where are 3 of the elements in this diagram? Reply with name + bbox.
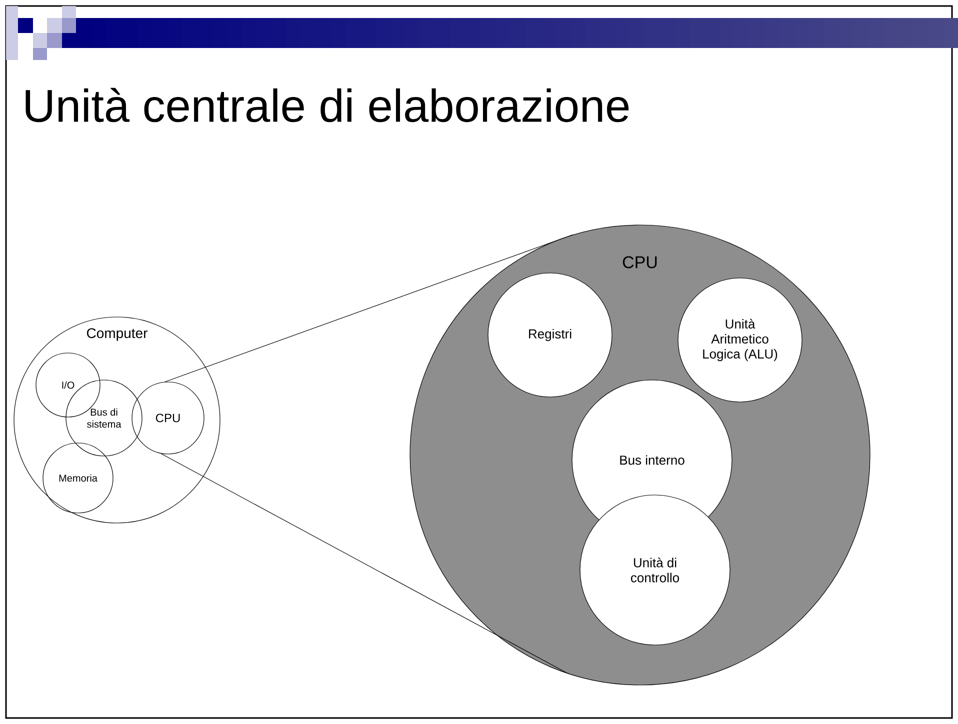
connector-line [164,234,573,382]
connector-line [160,453,570,674]
slide-title: Unità centrale di elaborazione [26,88,629,122]
